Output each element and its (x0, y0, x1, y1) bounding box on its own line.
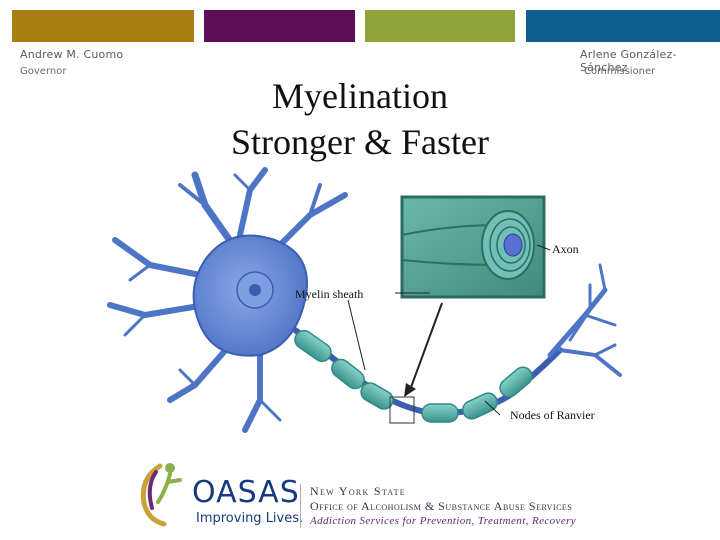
governor-name: Andrew M. Cuomo (20, 48, 124, 61)
neuron-diagram: Axon Myelin sheath Nodes of Ranvier (107, 167, 622, 433)
label-nodes-of-ranvier: Nodes of Ranvier (510, 408, 595, 422)
dendrites (107, 167, 348, 433)
node-highlight (389, 396, 415, 424)
header-bar-blue (526, 10, 720, 42)
myelin-inset (400, 195, 546, 299)
slide-subtitle: Stronger & Faster (231, 122, 489, 162)
oasas-logo-icon (140, 463, 182, 527)
header-bar-green (365, 10, 515, 42)
governor-title: Governor (20, 66, 67, 77)
label-myelin-sheath: Myelin sheath (295, 287, 363, 301)
header-bar-purple (204, 10, 355, 42)
footer-divider (300, 484, 301, 528)
org-line-2: Office of Alcoholism & Substance Abuse S… (310, 499, 573, 513)
tagline: Improving Lives. (196, 511, 304, 526)
org-line-1: New York State (310, 484, 406, 498)
commissioner-name: Arlene González-Sánchez (580, 48, 677, 74)
commissioner-title: Commissioner (584, 66, 656, 77)
label-axon: Axon (552, 242, 579, 256)
org-line-3: Addiction Services for Prevention, Treat… (310, 515, 577, 527)
slide-title: Myelination (272, 76, 448, 116)
header-bar-gold (12, 10, 194, 42)
oasas-wordmark: OASAS (192, 475, 300, 510)
axon-terminals (547, 263, 622, 377)
myelin-segments (294, 329, 533, 423)
